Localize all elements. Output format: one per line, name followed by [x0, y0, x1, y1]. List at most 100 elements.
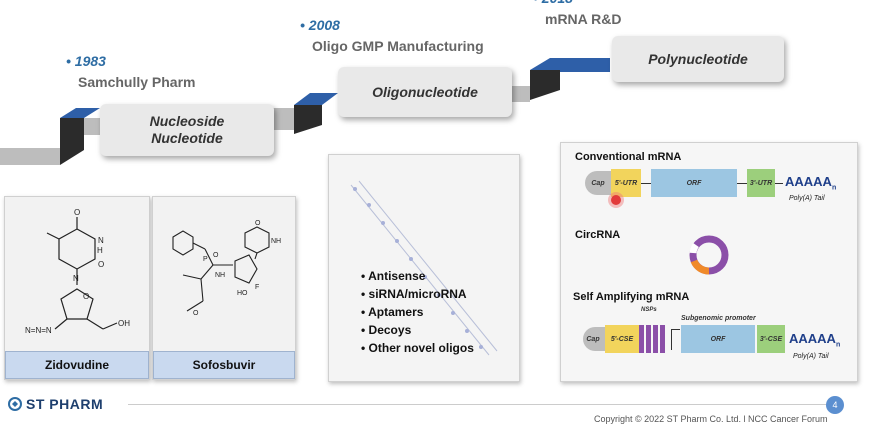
list-item: Aptamers [361, 303, 474, 321]
svg-text:NH: NH [215, 272, 225, 279]
milestone-1983: • 1983 Samchully Pharm [66, 53, 196, 90]
footer-divider [128, 404, 828, 405]
list-item: Other novel oligos [361, 339, 474, 357]
polya-subscript: n [831, 184, 837, 192]
step-riser-1 [60, 118, 84, 165]
polya-sequence: AAAAAn [789, 331, 840, 349]
stage-label-line2: Nucleotide [151, 130, 223, 146]
connector-line [641, 183, 651, 184]
svg-text:O: O [83, 292, 89, 301]
nsp-bar [653, 325, 658, 353]
milestone-company: Samchully Pharm [78, 74, 196, 90]
cap-label: Cap [586, 335, 600, 343]
cap-label: Cap [591, 179, 605, 187]
polya-text: AAAAA [785, 174, 832, 189]
zidovudine-structure-image: O N H O N O N=N=N OH [25, 208, 130, 335]
bullet: • [300, 17, 309, 33]
orf-segment: ORF [651, 169, 737, 197]
polya-tail-label: Poly(A) Tail [793, 353, 829, 360]
svg-text:H: H [97, 246, 103, 255]
self-amplifying-title: Self Amplifying mRNA [573, 291, 690, 303]
cursor-indicator-icon [611, 195, 621, 205]
oligo-type-list: Antisense siRNA/microRNA Aptamers Decoys… [361, 267, 474, 357]
cap-shape [585, 171, 611, 195]
utr5-segment: 5'-UTR [611, 169, 641, 197]
bullet: • [66, 53, 75, 69]
nsp-bar [639, 325, 644, 353]
milestone-year: 1983 [74, 53, 106, 69]
list-item: Decoys [361, 321, 474, 339]
svg-text:F: F [255, 284, 259, 291]
st-pharm-logo-icon [8, 397, 22, 411]
step-4-band [560, 58, 610, 72]
polya-subscript: n [835, 341, 841, 349]
promoter-arrow-icon [671, 329, 680, 350]
connector-line [737, 183, 747, 184]
copyright-text: Copyright © 2022 ST Pharm Co. Ltd. l NCC… [594, 414, 828, 424]
step-2-top [84, 118, 105, 135]
subgenomic-promoter-label: Subgenomic promoter [681, 315, 756, 322]
sofosbuvir-structure-image: P O NH O O NH HO F [172, 220, 281, 317]
svg-text:O: O [98, 260, 104, 269]
molecule-caption: Zidovudine [5, 351, 149, 379]
step-2b [272, 108, 294, 130]
step-riser-3 [530, 70, 560, 100]
step-3b [510, 86, 530, 102]
bullet: • [533, 0, 542, 6]
svg-text:O: O [255, 220, 261, 227]
nsps-label: NSPs [641, 307, 657, 313]
orf-segment: ORF [681, 325, 755, 353]
milestone-year: 2008 [308, 17, 340, 33]
oligo-panel: Antisense siRNA/microRNA Aptamers Decoys… [328, 154, 520, 382]
svg-text:N: N [98, 236, 104, 245]
svg-text:HO: HO [237, 290, 248, 297]
connector-line [775, 183, 783, 184]
molecule-caption: Sofosbuvir [153, 351, 295, 379]
cse5-segment: 5'-CSE [605, 325, 639, 353]
cap-shape [583, 327, 605, 351]
st-pharm-logo: ST PHARM [8, 396, 103, 412]
svg-text:O: O [193, 310, 199, 317]
stage-label: Polynucleotide [648, 50, 748, 67]
svg-text:N=N=N: N=N=N [25, 326, 52, 335]
conventional-mrna-title: Conventional mRNA [575, 151, 682, 163]
polya-sequence: AAAAAn [785, 174, 836, 192]
utr3-segment: 3'-UTR [747, 169, 775, 197]
nsp-bar [646, 325, 651, 353]
page-number-badge: 4 [826, 396, 844, 414]
milestone-year: 2018 [542, 0, 573, 6]
milestone-company: Oligo GMP Manufacturing [312, 38, 484, 54]
sofosbuvir-panel: P O NH O O NH HO F Sofosbuvir [152, 196, 296, 380]
stage-label-line1: Nucleoside [149, 113, 225, 129]
step-riser-2 [294, 105, 322, 134]
nsp-bar [660, 325, 665, 353]
stage-oligonucleotide: Oligonucleotide [338, 67, 512, 117]
milestone-company: mRNA R&D [545, 11, 622, 27]
logo-text: ST PHARM [26, 396, 104, 412]
svg-text:O: O [213, 252, 219, 259]
list-item: Antisense [361, 267, 474, 285]
svg-text:NH: NH [271, 238, 281, 245]
circrna-title: CircRNA [575, 229, 621, 241]
nsp-bars [639, 325, 669, 353]
stage-polynucleotide: Polynucleotide [612, 36, 784, 82]
cse3-segment: 3'-CSE [757, 325, 785, 353]
circrna-ring-icon [689, 235, 729, 275]
milestone-2008: • 2008 Oligo GMP Manufacturing [300, 17, 484, 54]
svg-text:P: P [203, 256, 208, 263]
polya-text: AAAAA [789, 331, 836, 346]
svg-text:O: O [74, 208, 80, 217]
svg-text:OH: OH [118, 319, 130, 328]
milestone-2018: • 2018 mRNA R&D [533, 0, 621, 27]
stage-label: Oligonucleotide [372, 83, 478, 100]
zidovudine-panel: O N H O N O N=N=N OH Zidovudine [4, 196, 150, 380]
step-riser-2-top [294, 93, 338, 105]
polya-tail-label: Poly(A) Tail [789, 195, 825, 202]
timeline-staircase [0, 58, 610, 165]
svg-text:N: N [73, 274, 79, 283]
list-item: siRNA/microRNA [361, 285, 474, 303]
mrna-panel: Conventional mRNA Cap 5'-UTR ORF 3'-UTR … [560, 142, 858, 382]
step-1-top [0, 148, 60, 165]
step-riser-1-top [60, 108, 100, 118]
